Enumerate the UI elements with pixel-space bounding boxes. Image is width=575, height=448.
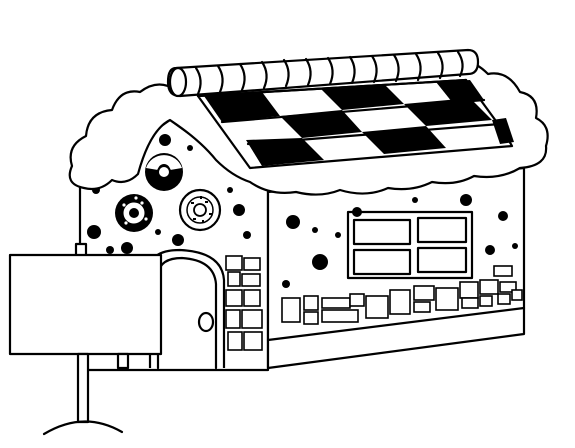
side-bricks	[281, 265, 523, 325]
window	[346, 210, 474, 280]
door-knob	[197, 311, 215, 333]
side-dots	[282, 194, 518, 288]
front-bricks	[225, 255, 263, 351]
candy-cane-ridge	[166, 48, 480, 98]
sign	[8, 242, 163, 436]
front-candies	[115, 153, 222, 232]
